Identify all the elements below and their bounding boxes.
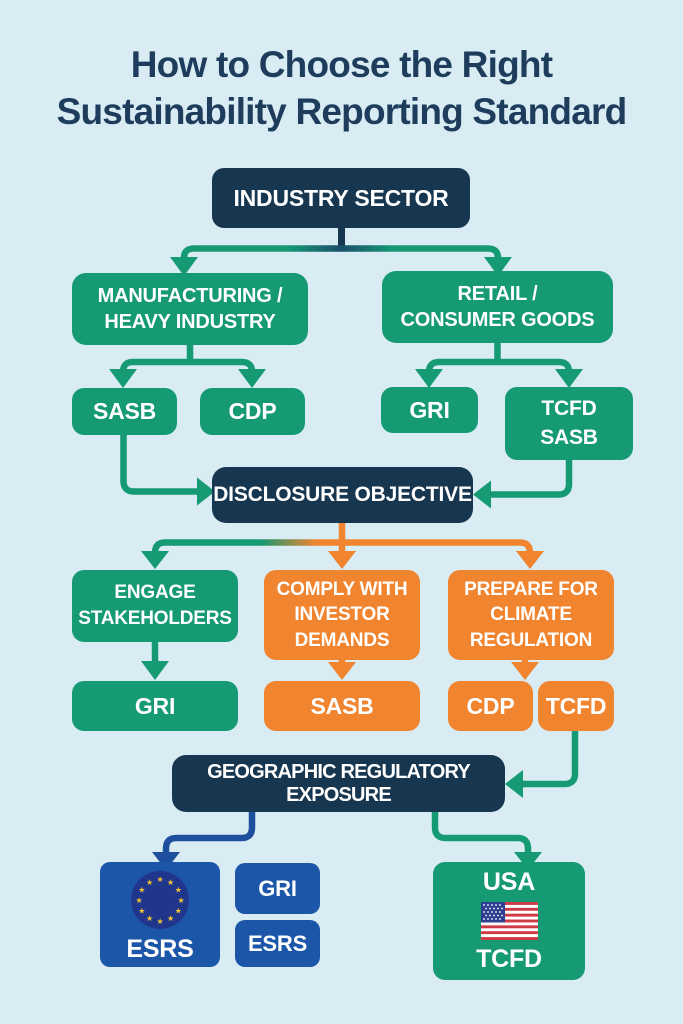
node-standard-sasb-comply: SASB bbox=[264, 681, 420, 731]
eu-standard-label: ESRS bbox=[126, 935, 194, 963]
arrowhead-to-gri bbox=[415, 369, 443, 388]
node-standard-tcfd-sasb-retail: TCFD SASB bbox=[505, 387, 633, 460]
node-standard-cdp-manufacturing: CDP bbox=[200, 388, 305, 435]
eu-flag-icon: ★★ ★★ ★★ ★★ ★★ ★★ bbox=[129, 869, 191, 931]
page-title: How to Choose the Right Sustainability R… bbox=[56, 44, 628, 132]
arrowhead-to-engage bbox=[141, 551, 169, 569]
usa-label: USA bbox=[482, 868, 536, 896]
connector-geographic-to-usa bbox=[431, 812, 532, 853]
node-eu-esrs-alt: ESRS bbox=[235, 920, 320, 967]
arrowhead-to-sasb bbox=[109, 369, 137, 388]
node-comply-investor-demands: COMPLY WITH INVESTOR DEMANDS bbox=[264, 570, 420, 660]
node-eu-gri: GRI bbox=[235, 863, 320, 914]
node-standard-sasb-manufacturing: SASB bbox=[72, 388, 177, 435]
node-standard-gri-engage: GRI bbox=[72, 681, 238, 731]
node-standard-gri-retail: GRI bbox=[381, 387, 478, 433]
connector-tcfdsasb-to-disclosure bbox=[491, 460, 573, 498]
node-disclosure-objective: DISCLOSURE OBJECTIVE bbox=[212, 467, 473, 523]
arrowhead-prepare-cdp-tcfd bbox=[511, 662, 539, 680]
svg-text:★: ★ bbox=[178, 896, 185, 905]
svg-text:★: ★ bbox=[167, 878, 174, 887]
us-flag-icon bbox=[480, 902, 538, 940]
arrowhead-to-cdp bbox=[238, 369, 266, 388]
svg-text:★: ★ bbox=[146, 878, 153, 887]
node-retail-consumer-goods: RETAIL / CONSUMER GOODS bbox=[382, 271, 613, 343]
svg-text:★: ★ bbox=[138, 886, 145, 895]
usa-standard-label: TCFD bbox=[476, 945, 542, 973]
node-prepare-climate-regulation: PREPARE FOR CLIMATE REGULATION bbox=[448, 570, 614, 660]
connector-objectives-branch bbox=[151, 539, 534, 554]
arrowhead-to-prepare bbox=[516, 551, 544, 569]
arrowhead-geographic bbox=[505, 770, 523, 798]
svg-text:★: ★ bbox=[146, 914, 153, 923]
connector-tcfd-to-geographic bbox=[523, 729, 579, 788]
svg-text:★: ★ bbox=[175, 886, 182, 895]
arrowhead-disclosure-right bbox=[473, 480, 491, 509]
svg-text:★: ★ bbox=[175, 907, 182, 916]
node-eu-esrs: ★★ ★★ ★★ ★★ ★★ ★★ ESRS bbox=[100, 862, 220, 967]
arrowhead-to-tcfd-sasb bbox=[555, 369, 583, 388]
node-geographic-regulatory-exposure: GEOGRAPHIC REGULATORY EXPOSURE bbox=[172, 755, 505, 812]
node-manufacturing-heavy-industry: MANUFACTURING / HEAVY INDUSTRY bbox=[72, 273, 308, 345]
arrowhead-comply-sasb bbox=[328, 662, 356, 680]
arrowhead-to-comply bbox=[328, 551, 356, 569]
svg-text:★: ★ bbox=[157, 875, 164, 884]
connector-geographic-to-eu bbox=[162, 812, 256, 853]
svg-text:★: ★ bbox=[167, 914, 174, 923]
connector-manufacturing-branch bbox=[119, 358, 256, 373]
node-standard-tcfd-prepare: TCFD bbox=[538, 681, 614, 731]
node-industry-sector: INDUSTRY SECTOR bbox=[212, 168, 470, 228]
svg-text:★: ★ bbox=[157, 917, 164, 926]
connector-industry-branch bbox=[180, 245, 502, 262]
node-standard-cdp-prepare: CDP bbox=[448, 681, 533, 731]
svg-text:★: ★ bbox=[138, 907, 145, 916]
node-engage-stakeholders: ENGAGE STAKEHOLDERS bbox=[72, 570, 238, 642]
arrowhead-engage-gri bbox=[141, 661, 169, 680]
svg-text:★: ★ bbox=[136, 896, 143, 905]
connector-retail-branch bbox=[425, 358, 573, 373]
connector-sasb-to-disclosure bbox=[120, 435, 197, 495]
node-usa-tcfd: USA TCFD bbox=[433, 862, 585, 980]
